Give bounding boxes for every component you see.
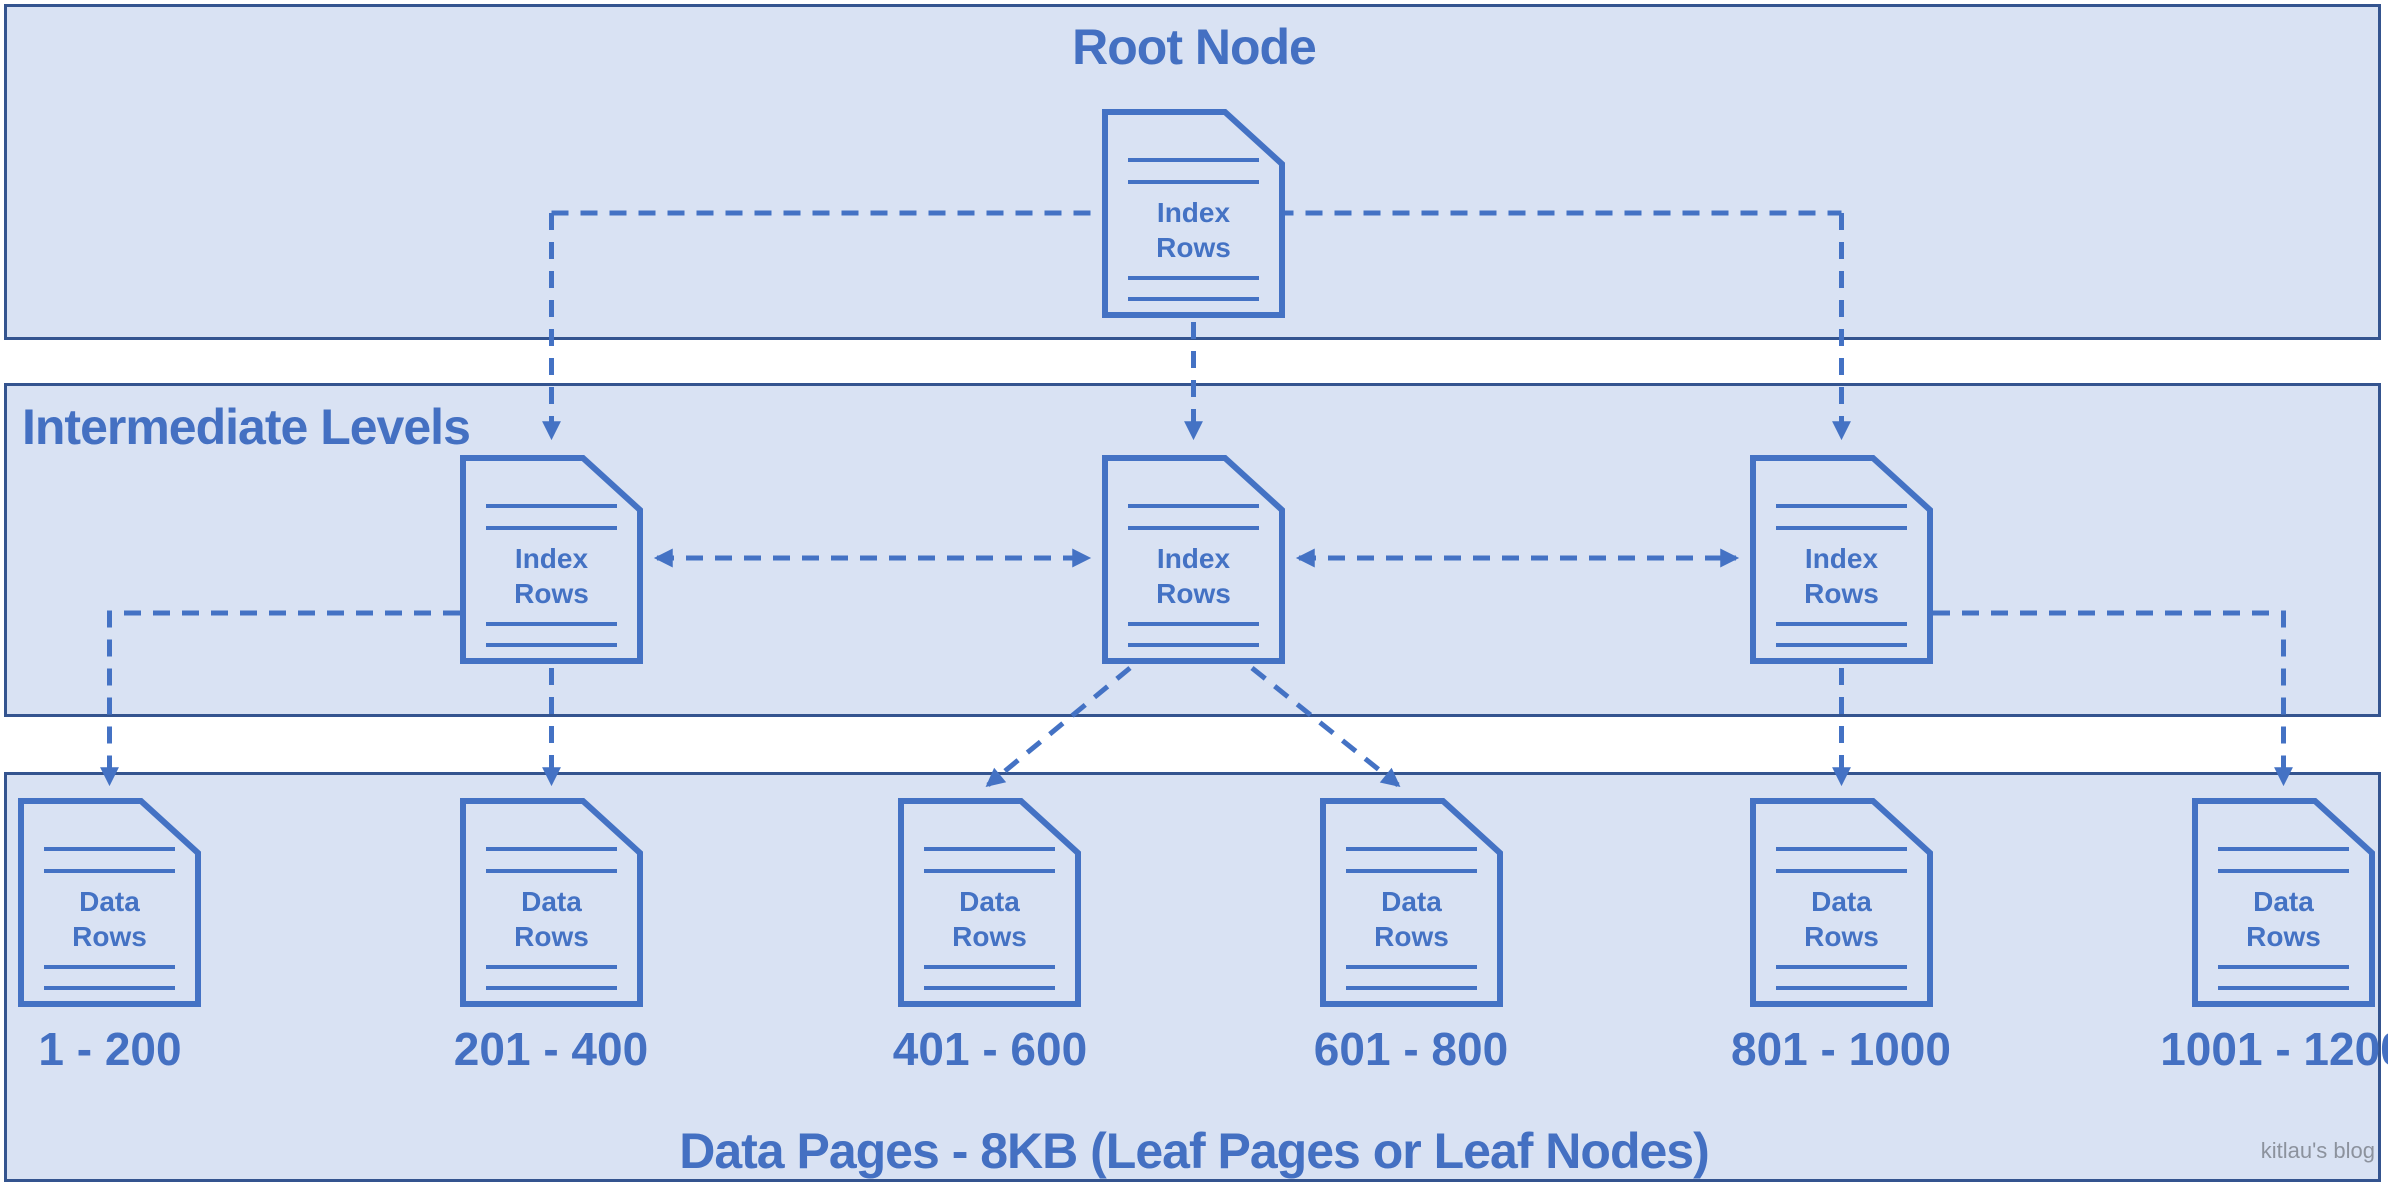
leaf-3-label-line2: Rows [952, 921, 1027, 952]
leaf-3-label-line1: Data [959, 886, 1020, 917]
leaf-range-label-4: 601 - 800 [1313, 1023, 1509, 1075]
root-band-title: Root Node [1072, 19, 1317, 75]
data-pages-band [4, 772, 2381, 1182]
leaf-4-label-line1: Data [1381, 886, 1442, 917]
leaf-5-doc-label: Data Rows [1750, 884, 1933, 954]
leaf-5-label-line1: Data [1811, 886, 1872, 917]
leaf-range-label-1: 1 - 200 [38, 1023, 182, 1075]
leaf-1-label-line2: Rows [72, 921, 147, 952]
intermediate-1-label-line1: Index [514, 543, 589, 574]
intermediate-2-doc-label: Index Rows [1102, 541, 1285, 611]
leaf-4-label-line2: Rows [1374, 921, 1449, 952]
leaf-range-label-6: 1001 - 1200 [2160, 1023, 2388, 1075]
intermediate-3-label-line1: Index [1804, 543, 1879, 574]
leaf-range-label-5: 801 - 1000 [1731, 1023, 1951, 1075]
intermediate-2-label-line2: Rows [1156, 578, 1231, 609]
intermediate-1-doc-label: Index Rows [460, 541, 643, 611]
leaf-2-label-line2: Rows [514, 921, 589, 952]
intermediate-3-doc-label: Index Rows [1750, 541, 1933, 611]
leaf-4-doc-label: Data Rows [1320, 884, 1503, 954]
leaf-6-doc-label: Data Rows [2192, 884, 2375, 954]
leaf-range-label-2: 201 - 400 [453, 1023, 649, 1075]
leaf-3-doc-label: Data Rows [898, 884, 1081, 954]
leaf-band-title: Data Pages - 8KB (Leaf Pages or Leaf Nod… [679, 1123, 1710, 1179]
leaf-5-label-line2: Rows [1804, 921, 1879, 952]
leaf-range-label-3: 401 - 600 [892, 1023, 1088, 1075]
leaf-6-label-line1: Data [2253, 886, 2314, 917]
leaf-2-label-line1: Data [521, 886, 582, 917]
intermediate-band-title: Intermediate Levels [22, 399, 471, 455]
root-doc-label-line1: Index [1156, 197, 1231, 228]
intermediate-1-label-line2: Rows [514, 578, 589, 609]
intermediate-3-label-line2: Rows [1804, 578, 1879, 609]
leaf-1-doc-label: Data Rows [18, 884, 201, 954]
root-doc-label: Index Rows [1102, 195, 1285, 265]
root-doc-label-line2: Rows [1156, 232, 1231, 263]
intermediate-2-label-line1: Index [1156, 543, 1231, 574]
leaf-2-doc-label: Data Rows [460, 884, 643, 954]
leaf-1-label-line1: Data [79, 886, 140, 917]
leaf-6-label-line2: Rows [2246, 921, 2321, 952]
watermark: kitlau's blog [2260, 1138, 2375, 1163]
